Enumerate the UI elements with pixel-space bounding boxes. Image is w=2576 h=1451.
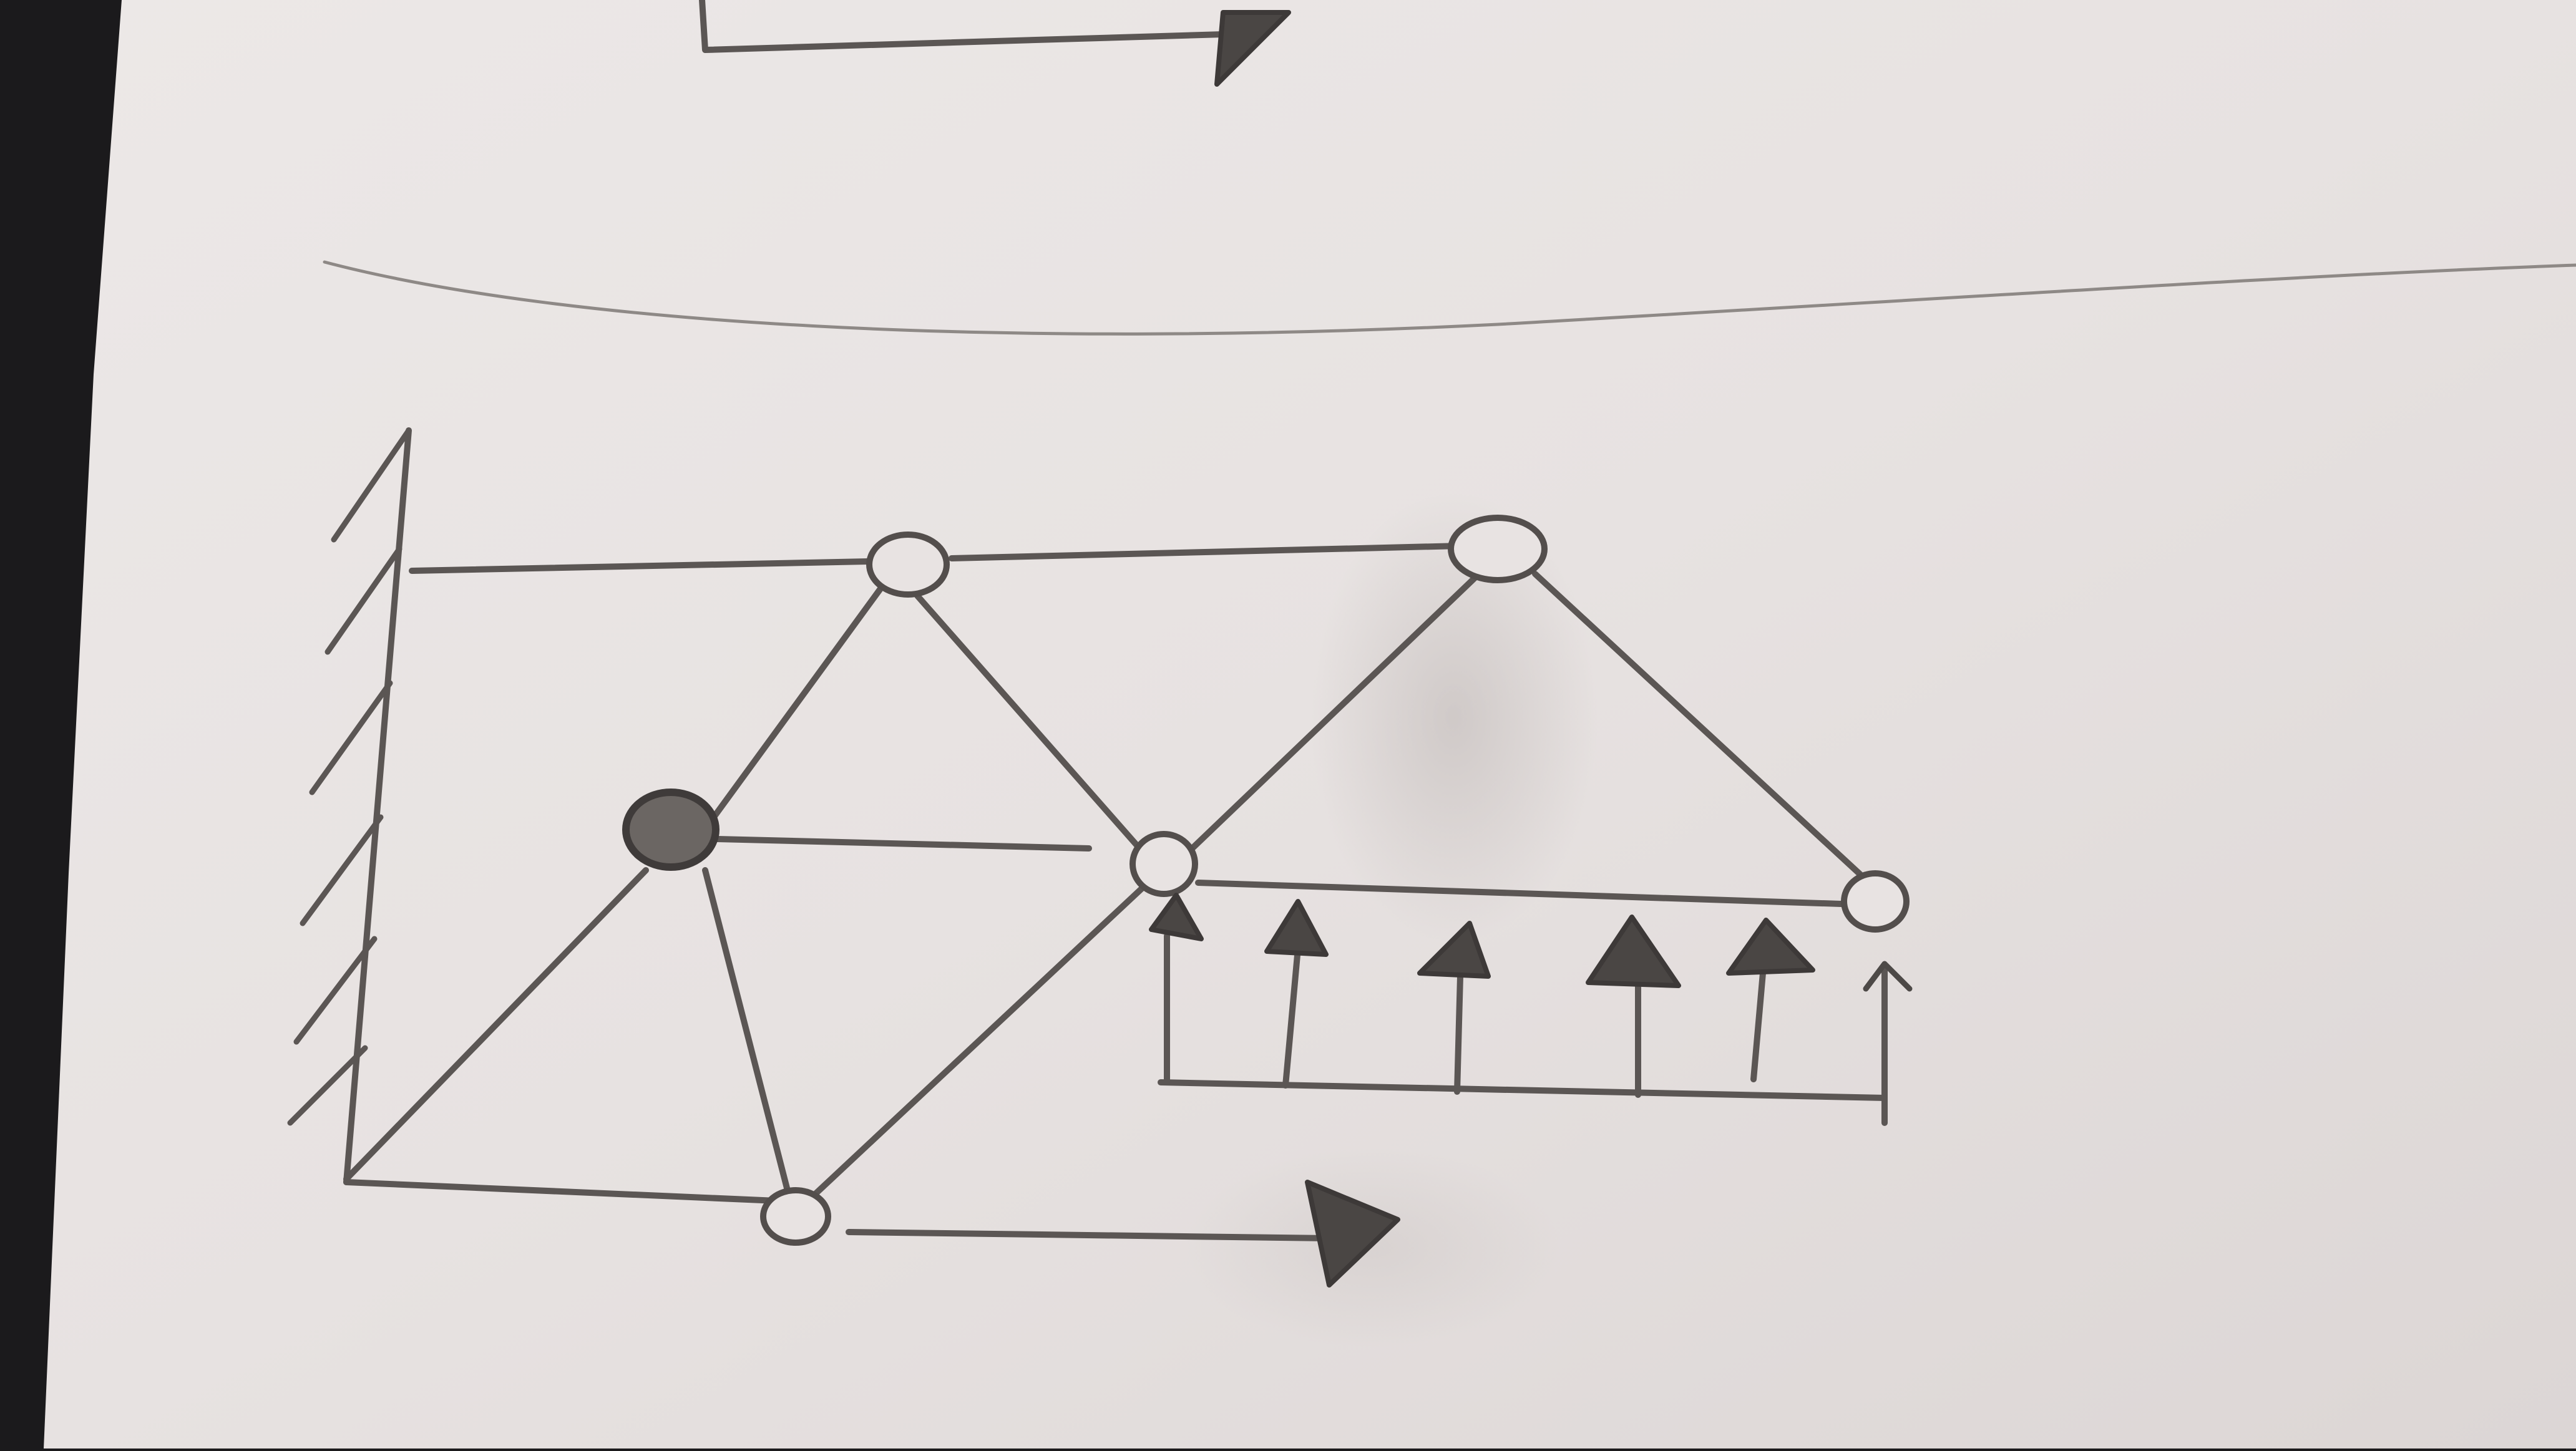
hinge-top-left bbox=[866, 531, 950, 598]
hinge-joints bbox=[622, 515, 1910, 1246]
diagonal-top-right-to-end bbox=[1532, 571, 1869, 883]
pencil-smudge bbox=[1310, 493, 1598, 942]
load-arrowhead bbox=[1726, 918, 1815, 976]
load-arrowhead bbox=[1264, 899, 1329, 957]
lower-chord-right bbox=[1195, 880, 1863, 908]
wall-hatch bbox=[287, 1045, 368, 1126]
separator-line bbox=[323, 260, 2576, 336]
horizontal-member bbox=[715, 836, 1092, 852]
load-arrow-shaft bbox=[1750, 970, 1766, 1082]
bottom-chord bbox=[343, 1179, 780, 1204]
hinge-right-end bbox=[1841, 870, 1910, 933]
force-arrow-shaft bbox=[846, 1229, 1332, 1241]
truss-members bbox=[343, 543, 1869, 1204]
load-arrowhead bbox=[1149, 893, 1204, 941]
wall-hatch bbox=[300, 814, 384, 926]
distributed-load bbox=[1149, 893, 1913, 1126]
hinge-bottom bbox=[760, 1187, 831, 1246]
load-arrowhead bbox=[1417, 921, 1491, 979]
diagonal-wall-to-node bbox=[343, 867, 649, 1182]
horizontal-force bbox=[846, 1180, 1400, 1288]
wall-hatch bbox=[293, 936, 378, 1045]
pencil-smudge-lower bbox=[1186, 1148, 1560, 1347]
top-chord-right bbox=[949, 543, 1463, 561]
wall-hatch bbox=[331, 427, 412, 543]
force-arrowhead bbox=[1305, 1180, 1400, 1288]
load-arrowhead bbox=[1586, 915, 1681, 988]
diagonal-node-to-top bbox=[683, 586, 883, 858]
wall-support bbox=[287, 427, 412, 1185]
vertical-node-to-bottom bbox=[702, 867, 793, 1201]
load-arrow-shaft bbox=[1454, 973, 1463, 1095]
paper-sheet bbox=[44, 0, 2576, 1449]
hinge-fixed-node bbox=[622, 789, 720, 871]
previous-box-outline bbox=[699, 0, 1226, 53]
load-arrowhead bbox=[1863, 961, 1913, 992]
hinge-top-right bbox=[1448, 515, 1548, 583]
load-baseline bbox=[1158, 1079, 1888, 1101]
diagonal-top-to-mid bbox=[914, 593, 1148, 858]
diagonal-bottom-to-mid bbox=[808, 876, 1154, 1201]
wall-hatch bbox=[309, 680, 393, 795]
load-arrow-shaft bbox=[1282, 945, 1301, 1089]
diagonal-mid-to-top-right bbox=[1183, 571, 1482, 858]
top-chord-left bbox=[409, 558, 871, 574]
previous-sketch-fragment bbox=[699, 0, 1291, 87]
wall-hatch bbox=[324, 546, 402, 655]
hinge-middle bbox=[1129, 831, 1198, 897]
previous-arrowhead bbox=[1214, 10, 1291, 87]
